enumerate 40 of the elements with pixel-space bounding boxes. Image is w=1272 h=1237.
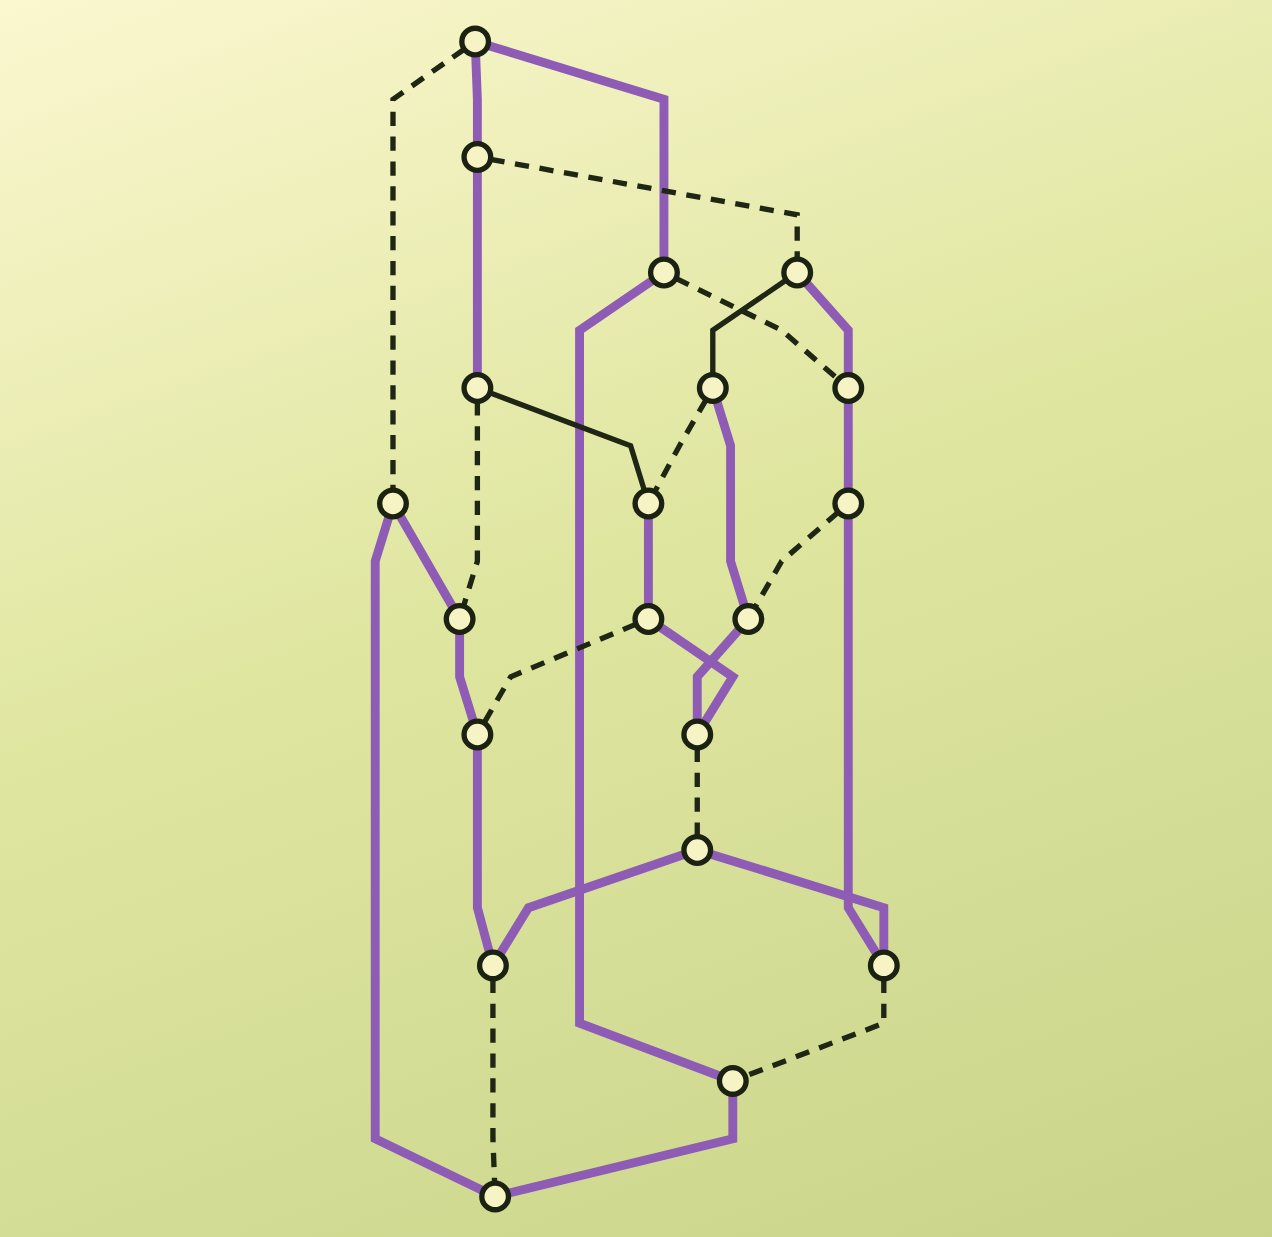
connector xyxy=(752,509,840,609)
node-circle xyxy=(461,140,494,173)
connector xyxy=(472,169,482,375)
node-circle xyxy=(781,256,813,288)
connector xyxy=(490,978,498,1183)
connector xyxy=(395,512,457,610)
node-circle xyxy=(632,487,665,519)
node-circle xyxy=(459,25,491,58)
node-circle xyxy=(647,256,680,288)
connector xyxy=(486,40,669,259)
node-circle xyxy=(681,718,714,750)
connector xyxy=(843,400,853,490)
connector xyxy=(574,275,722,1080)
connector xyxy=(674,275,840,381)
connector xyxy=(843,516,881,956)
connector xyxy=(712,398,749,608)
connector xyxy=(656,622,739,725)
connector xyxy=(390,46,466,490)
node-circle xyxy=(632,602,665,635)
node-circle xyxy=(681,833,714,866)
node-circle xyxy=(376,487,409,519)
node-circle xyxy=(461,371,494,404)
connector xyxy=(471,54,482,144)
node-circle xyxy=(476,948,509,981)
node-circle xyxy=(832,487,865,519)
connector xyxy=(495,849,686,956)
node-circle xyxy=(832,371,865,404)
node-circle xyxy=(716,1064,749,1097)
node-circle xyxy=(867,948,900,981)
node-circle xyxy=(696,371,729,404)
node-circle xyxy=(461,718,494,750)
connector xyxy=(481,621,637,724)
node-circle xyxy=(478,1179,511,1212)
connector xyxy=(692,625,743,721)
node-circle xyxy=(443,602,476,635)
node-circle xyxy=(732,602,765,635)
connector xyxy=(643,516,653,606)
connector xyxy=(708,849,889,952)
connector xyxy=(802,279,853,375)
connector xyxy=(472,747,494,954)
